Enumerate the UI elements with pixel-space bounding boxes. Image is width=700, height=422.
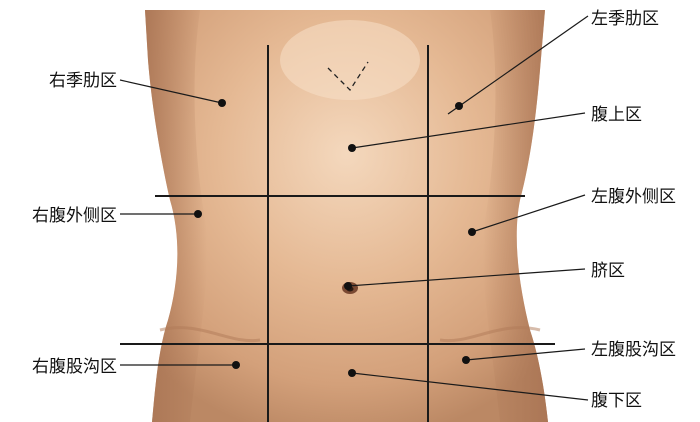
marker-umbilical bbox=[344, 282, 352, 290]
label-left-hypochondriac: 左季肋区 bbox=[591, 9, 659, 29]
label-right-lateral: 右腹外侧区 bbox=[32, 206, 117, 226]
label-hypogastric: 腹下区 bbox=[591, 391, 642, 411]
marker-right-inguinal bbox=[232, 361, 240, 369]
label-left-lateral: 左腹外侧区 bbox=[591, 187, 676, 207]
marker-right-hypochondriac bbox=[218, 99, 226, 107]
label-left-inguinal: 左腹股沟区 bbox=[591, 340, 676, 360]
marker-right-lateral bbox=[194, 210, 202, 218]
marker-left-lateral bbox=[468, 228, 476, 236]
marker-left-hypochondriac bbox=[455, 102, 463, 110]
label-right-inguinal: 右腹股沟区 bbox=[32, 357, 117, 377]
marker-left-inguinal bbox=[462, 356, 470, 364]
marker-hypogastric bbox=[348, 369, 356, 377]
label-epigastric: 腹上区 bbox=[591, 105, 642, 125]
torso-image bbox=[145, 10, 548, 422]
label-right-hypochondriac: 右季肋区 bbox=[49, 71, 117, 91]
marker-epigastric bbox=[348, 144, 356, 152]
label-umbilical: 脐区 bbox=[591, 261, 625, 281]
